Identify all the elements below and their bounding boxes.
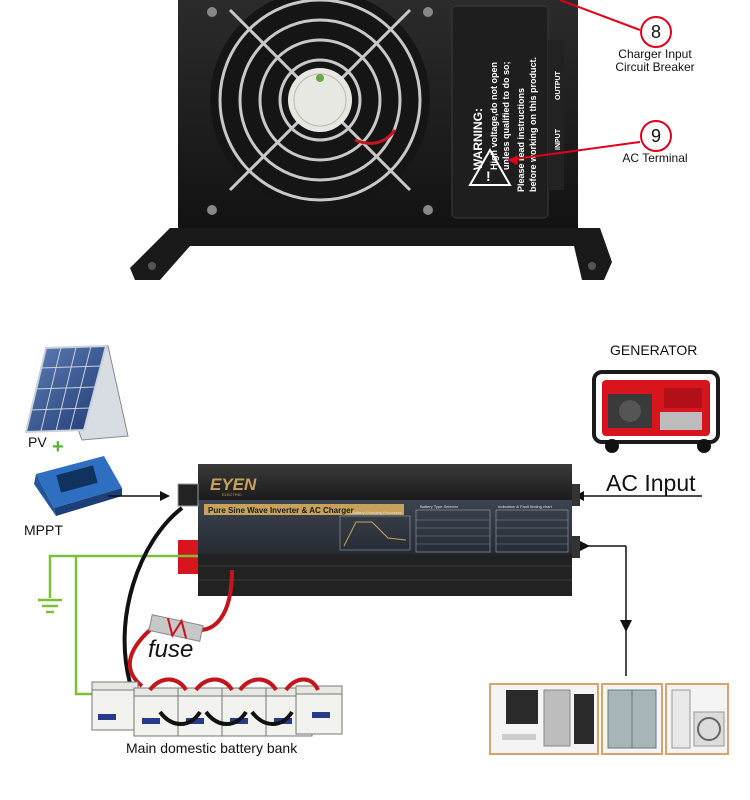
inverter-title: Pure Sine Wave Inverter & AC Charger xyxy=(208,506,354,515)
side-label-input: INPUT xyxy=(555,128,562,150)
pv-label: PV xyxy=(28,434,47,450)
mppt-label: MPPT xyxy=(24,522,63,538)
load-computer-icon xyxy=(489,683,599,755)
inverter-unit: EYEN ELECTRIC Pure Sine Wave Inverter & … xyxy=(177,464,580,596)
arrow-output xyxy=(580,541,632,676)
callout-8-label-line2: Circuit Breaker xyxy=(615,60,695,74)
ground-symbol-icon xyxy=(38,554,198,696)
arrow-mppt-to-inverter xyxy=(108,491,170,501)
generator-label: GENERATOR xyxy=(610,342,698,358)
warning-panel: WARNING: High voltage,do not open unless… xyxy=(451,5,564,219)
fuse-icon xyxy=(148,614,204,642)
mppt-controller-icon xyxy=(34,456,122,516)
load-air-conditioner-icon xyxy=(665,683,729,755)
callout-8-number: 8 xyxy=(640,16,672,48)
callout-leaders xyxy=(507,0,641,165)
battery-bank-icon xyxy=(91,677,343,737)
warning-line-4: before working on this product. xyxy=(528,57,538,192)
solar-panel-icon xyxy=(24,344,129,441)
generator-icon xyxy=(592,370,720,453)
cooling-fan-icon xyxy=(210,0,430,210)
brand-sub: ELECTRIC xyxy=(222,492,242,497)
indication-panel-title: Indication & Fault finding chart xyxy=(498,504,553,509)
ac-input-label: AC Input xyxy=(606,470,696,496)
plus-sign: + xyxy=(52,436,64,458)
battery-type-panel-title: Battery Type Selector xyxy=(420,504,459,509)
warning-title: WARNING: xyxy=(471,108,485,170)
side-label-output: OUTPUT xyxy=(555,71,562,101)
charging-panel-title: Battery Charging Processes xyxy=(352,510,402,515)
battery-bank-label: Main domestic battery bank xyxy=(126,740,298,756)
warning-line-1: High voltage,do not open xyxy=(489,62,499,170)
callout-8-label-line1: Charger Input xyxy=(618,47,692,61)
svg-text:!: ! xyxy=(486,168,491,184)
hazard-triangle-icon xyxy=(468,147,512,186)
callout-9-number: 9 xyxy=(640,120,672,152)
load-cabinet-icon xyxy=(601,683,663,755)
warning-line-3: Please read instructions xyxy=(516,88,526,192)
fuse-label: fuse xyxy=(148,636,194,663)
callout-9-label: AC Terminal xyxy=(622,151,688,165)
warning-line-2: unless qualified to do so; xyxy=(501,61,511,170)
brand-logo: EYEN xyxy=(210,475,257,494)
callout-8-label: Charger Input Circuit Breaker xyxy=(600,48,710,74)
